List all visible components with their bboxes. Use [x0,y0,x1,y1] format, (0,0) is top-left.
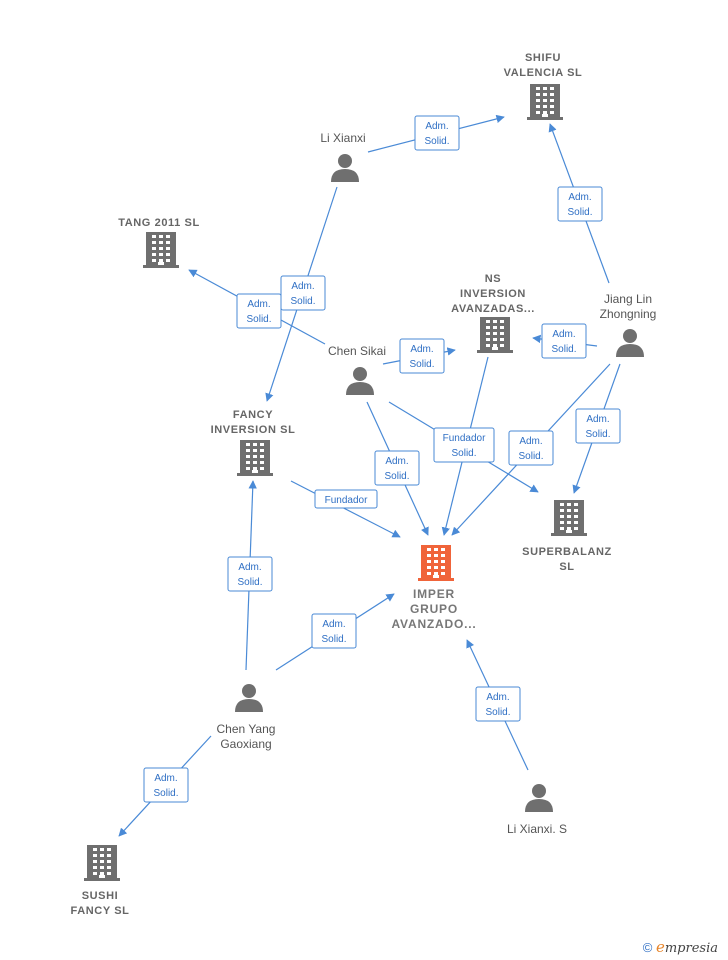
edge-label-box[interactable]: Adm. Solid. [575,408,621,444]
edge-label-text: Adm. [586,414,609,425]
edge-label-text: Adm. [568,192,591,203]
edge-label-box[interactable]: Adm. Solid. [475,686,521,722]
building-icon [527,84,563,120]
node-label: Li Xianxi. S [507,822,567,836]
edge-label-box[interactable]: Adm. Solid. [236,293,282,329]
person-icon [525,784,553,812]
building-icon [237,440,273,476]
building-icon [84,845,120,881]
edge-label-text: Solid. [518,451,543,462]
person-icon [346,367,374,395]
edge-label-text: Solid. [153,788,178,799]
building-icon [418,545,454,581]
node-label: Chen Sikai [328,344,386,358]
person-icon [616,329,644,357]
edge-label-text: Adm. [425,121,448,132]
brand-logo: empresia [655,938,718,956]
edge-label-text: Fundador [325,495,368,506]
edge-label-text: Solid. [409,359,434,370]
edge-label-text: Adm. [385,456,408,467]
edge-label-text: Adm. [291,281,314,292]
edge-label-box[interactable]: Adm. Solid. [311,613,357,649]
node-chen-sikai[interactable]: Chen Sikai [328,344,386,395]
edge-label-text: Adm. [486,692,509,703]
edge-label-text: Solid. [585,429,610,440]
edge-labels-layer: Adm. Solid. Adm. Solid. Adm. Solid. Adm. Solid.… [143,115,621,803]
edge-label-text: Solid. [321,634,346,645]
edge-label-box[interactable]: Adm. Solid. [508,430,554,466]
edge-label-text: Solid. [424,136,449,147]
edge-label-text: Solid. [551,344,576,355]
edge-label-box[interactable]: Adm. Solid. [227,556,273,592]
copyright-icon: © [642,940,653,955]
edge-label-box[interactable]: Adm. Solid. [399,338,445,374]
edge-label-text: Adm. [552,329,575,340]
edge-label-box[interactable]: Adm. Solid. [374,450,420,486]
building-icon [477,317,513,353]
edge-label-text: Solid. [246,314,271,325]
edge-label-box[interactable]: Adm. Solid. [143,767,189,803]
edge-label-box[interactable]: Adm. Solid. [557,186,603,222]
building-icon [143,232,179,268]
node-li-xianxi-s[interactable]: Li Xianxi. S [507,784,567,836]
copyright-footer: © empresia [643,938,718,956]
person-icon [235,684,263,712]
edge-label-text: Solid. [384,471,409,482]
edge-label-text: Adm. [247,299,270,310]
edge-label-text: Adm. [154,773,177,784]
building-icon [551,500,587,536]
edge-fancy-to-imper [290,480,401,538]
edge-label-text: Adm. [238,562,261,573]
edge-label-text: Adm. [410,344,433,355]
edge-label-text: Adm. [322,619,345,630]
edge-label-text: Solid. [485,707,510,718]
edge-label-box[interactable]: Adm. Solid. [414,115,460,151]
edge-label-box[interactable]: Adm. Solid. [280,275,326,311]
node-li-xianxi[interactable]: Li Xianxi [320,131,366,182]
edge-label-text: Fundador [443,433,486,444]
edge-label-text: Solid. [451,448,476,459]
edge-label-box[interactable]: Adm. Solid. [541,323,587,359]
person-icon [331,154,359,182]
edge-label-text: Adm. [519,436,542,447]
node-label: Li Xianxi [320,131,365,145]
node-tang[interactable]: TANG 2011 SL [118,217,200,268]
edge-label-text: Solid. [237,577,262,588]
node-label: TANG 2011 SL [118,217,200,229]
edge-label-box[interactable]: Fundador [314,489,378,509]
edge-label-text: Solid. [290,296,315,307]
edge-label-text: Solid. [567,207,592,218]
